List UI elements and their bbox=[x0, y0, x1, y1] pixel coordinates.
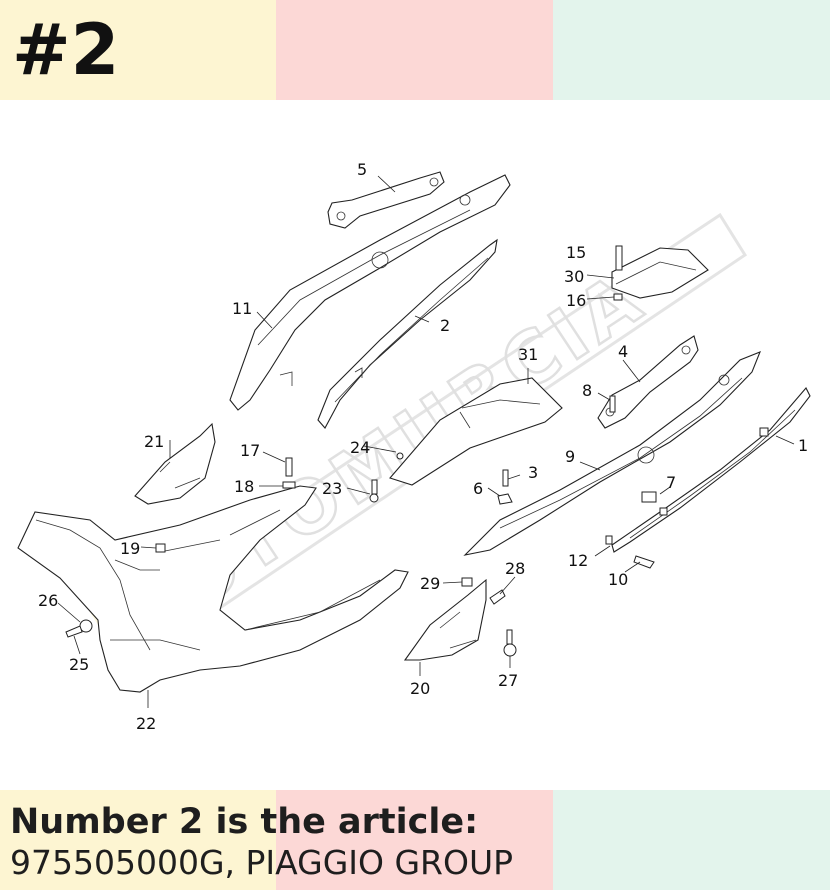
article-caption-title: Number 2 is the article: bbox=[10, 802, 479, 842]
callout-30: 30 bbox=[564, 267, 584, 286]
callout-3: 3 bbox=[528, 463, 538, 482]
callout-2: 2 bbox=[440, 316, 450, 335]
band-pink bbox=[276, 0, 553, 100]
part-22-front-lower-body bbox=[17, 485, 409, 693]
callout-labels: 5 11 2 15 30 16 31 4 8 1 9 7 3 6 12 10 1… bbox=[38, 160, 808, 733]
callout-20: 20 bbox=[410, 679, 430, 698]
callout-12: 12 bbox=[568, 551, 588, 570]
callout-5: 5 bbox=[357, 160, 367, 179]
callout-23: 23 bbox=[322, 479, 342, 498]
callout-7: 8 bbox=[582, 381, 592, 400]
part-9-right-side-panel bbox=[463, 351, 761, 556]
callout-8: 7 bbox=[666, 473, 676, 492]
exploded-parts-diagram: MOTOMURCIA bbox=[17, 160, 811, 733]
callout-22: 22 bbox=[136, 714, 156, 733]
footer-color-band bbox=[0, 790, 830, 890]
callout-27: 27 bbox=[498, 671, 518, 690]
callout-31: 31 bbox=[518, 345, 538, 364]
band-pink bbox=[276, 790, 553, 890]
callout-17: 17 bbox=[240, 441, 260, 460]
callout-29: 29 bbox=[420, 574, 440, 593]
callout-26: 26 bbox=[38, 591, 58, 610]
article-code-and-brand: 975505000G, PIAGGIO GROUP bbox=[10, 843, 514, 882]
header-color-band bbox=[0, 0, 830, 100]
band-mint bbox=[553, 790, 830, 890]
callout-11: 10 bbox=[608, 570, 628, 589]
part-1-right-lower-trim bbox=[611, 387, 811, 553]
callout-25: 25 bbox=[69, 655, 89, 674]
callout-16: 16 bbox=[566, 291, 586, 310]
callout-15: 15 bbox=[566, 243, 586, 262]
callout-4: 4 bbox=[618, 342, 628, 361]
part-2-inner-trim bbox=[317, 238, 498, 429]
part-4-right-handle bbox=[597, 335, 699, 429]
part-number-heading: #2 bbox=[12, 9, 120, 91]
band-yellow bbox=[0, 0, 276, 100]
leader-lines bbox=[57, 175, 795, 708]
part-10-left-side-panel bbox=[229, 174, 511, 411]
band-yellow bbox=[0, 790, 276, 890]
callout-9: 9 bbox=[565, 447, 575, 466]
callout-1: 1 bbox=[798, 436, 808, 455]
part-30-cover-plate bbox=[611, 245, 709, 301]
screws-and-clips bbox=[65, 395, 657, 657]
callout-18: 18 bbox=[234, 477, 254, 496]
part-21-bracket bbox=[134, 422, 216, 505]
part-5-rear-handle bbox=[327, 171, 445, 229]
callout-6: 6 bbox=[473, 479, 483, 498]
callout-21: 21 bbox=[144, 432, 164, 451]
part-31-center-lid bbox=[389, 377, 563, 486]
callout-10: 11 bbox=[232, 299, 252, 318]
callout-24: 24 bbox=[350, 438, 370, 457]
part-20-lower-bracket bbox=[403, 578, 487, 661]
callout-19: 19 bbox=[120, 539, 140, 558]
callout-28: 28 bbox=[505, 559, 525, 578]
band-mint bbox=[553, 0, 830, 100]
